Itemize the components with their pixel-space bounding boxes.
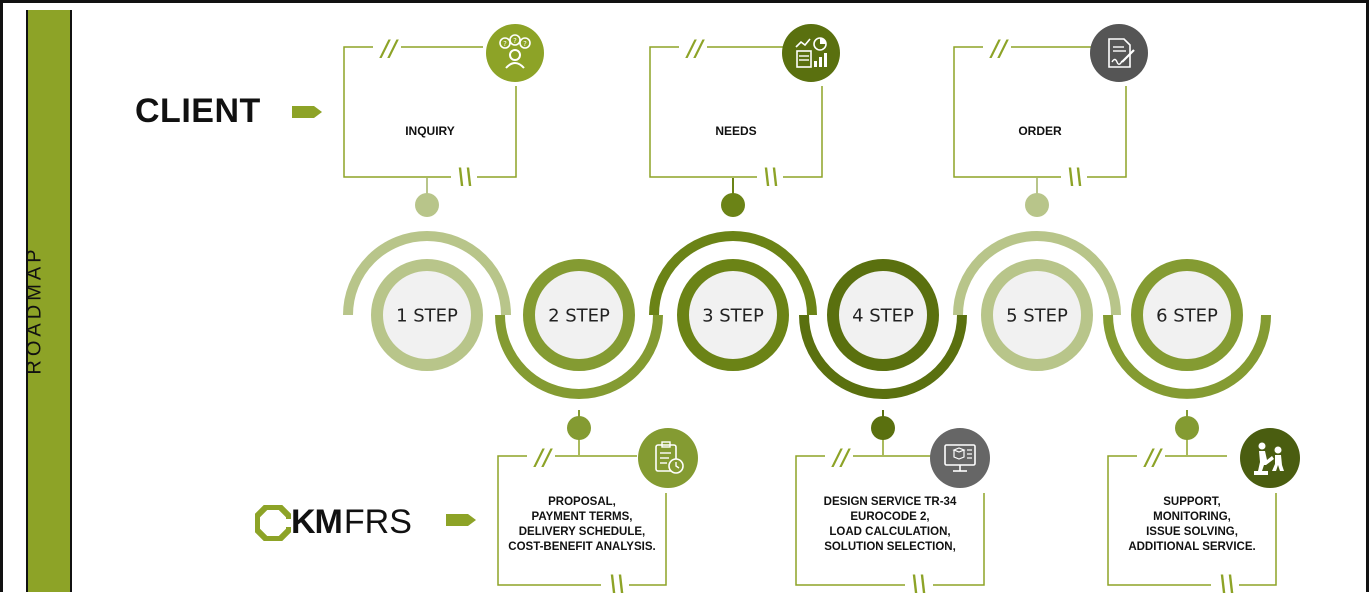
logo-frs: FRS bbox=[343, 503, 412, 541]
ring-step-4 bbox=[827, 259, 939, 371]
svg-text:?: ? bbox=[513, 37, 517, 45]
step-1-label: 1 STEP bbox=[396, 305, 458, 327]
ring-step-2 bbox=[523, 259, 635, 371]
card-frame bbox=[1107, 455, 1277, 586]
card-frame bbox=[649, 46, 823, 178]
arc-step-6 bbox=[1103, 314, 1271, 399]
helping-hand-icon bbox=[1240, 428, 1300, 488]
arc-step-4 bbox=[799, 314, 967, 399]
quote-mark-open: // bbox=[1145, 445, 1162, 471]
client-label: CLIENT bbox=[135, 92, 261, 130]
card-frame bbox=[497, 455, 667, 586]
quote-mark-close: \\ bbox=[609, 571, 626, 597]
sidebar-bar bbox=[26, 10, 72, 592]
design-service-card: // \\ DESIGN SERVICE TR-34 EUROCODE 2, L… bbox=[795, 447, 985, 597]
checklist-clock-icon bbox=[638, 428, 698, 488]
step-5-label: 5 STEP bbox=[1006, 305, 1068, 327]
needs-card: // \\ NEEDS bbox=[649, 38, 823, 188]
quote-mark-open: // bbox=[833, 445, 850, 471]
svg-text:?: ? bbox=[523, 40, 527, 48]
support-text: SUPPORT, MONITORING, ISSUE SOLVING, ADDI… bbox=[1128, 496, 1256, 553]
ring-step-6 bbox=[1131, 259, 1243, 371]
step-4-label: 4 STEP bbox=[852, 305, 914, 327]
ring-step-1 bbox=[371, 259, 483, 371]
inquiry-label: INQUIRY bbox=[405, 124, 455, 138]
order-label: ORDER bbox=[1018, 124, 1062, 138]
needs-label: NEEDS bbox=[715, 124, 757, 138]
quote-mark-close: \\ bbox=[457, 164, 474, 190]
quote-mark-close: \\ bbox=[1219, 571, 1236, 597]
client-arrow-icon bbox=[292, 106, 322, 118]
quote-mark-open: // bbox=[381, 36, 398, 62]
arc-step-1 bbox=[343, 231, 511, 316]
question-people-icon: ? ? ? bbox=[486, 24, 544, 82]
ring-step-5 bbox=[981, 259, 1093, 371]
step-4-dot bbox=[871, 416, 895, 440]
quote-mark-open: // bbox=[991, 36, 1008, 62]
proposal-card: // \\ PROPOSAL, PAYMENT TERMS, DELIVERY … bbox=[497, 447, 667, 597]
computer-design-icon bbox=[930, 428, 990, 488]
step-5-dot bbox=[1025, 193, 1049, 217]
inquiry-card: // \\ INQUIRY bbox=[343, 38, 517, 188]
step-1-dot bbox=[415, 193, 439, 217]
logo-octagon-icon bbox=[255, 504, 291, 541]
step-3-label: 3 STEP bbox=[702, 305, 764, 327]
svg-text:?: ? bbox=[503, 40, 507, 48]
quote-mark-close: \\ bbox=[763, 164, 780, 190]
step-6-dot bbox=[1175, 416, 1199, 440]
logo-km: KM bbox=[291, 503, 343, 541]
kmfrs-logo: KM FRS bbox=[255, 503, 412, 542]
order-card: // \\ ORDER bbox=[953, 38, 1127, 188]
kmfrs-arrow-icon bbox=[446, 514, 476, 526]
card-frame bbox=[795, 455, 985, 586]
design-service-text: DESIGN SERVICE TR-34 EUROCODE 2, LOAD CA… bbox=[823, 496, 957, 553]
card-frame bbox=[953, 46, 1127, 178]
quote-mark-open: // bbox=[687, 36, 704, 62]
support-card: // \\ SUPPORT, MONITORING, ISSUE SOLVING… bbox=[1107, 447, 1277, 597]
card-frame bbox=[343, 46, 517, 178]
quote-mark-close: \\ bbox=[1067, 164, 1084, 190]
step-2-label: 2 STEP bbox=[548, 305, 610, 327]
step-6-label: 6 STEP bbox=[1156, 305, 1218, 327]
proposal-text: PROPOSAL, PAYMENT TERMS, DELIVERY SCHEDU… bbox=[508, 496, 656, 553]
ring-step-3 bbox=[677, 259, 789, 371]
analytics-chart-icon bbox=[782, 24, 840, 82]
arc-step-5 bbox=[953, 231, 1121, 316]
quote-mark-open: // bbox=[535, 445, 552, 471]
step-3-dot bbox=[721, 193, 745, 217]
step-2-dot bbox=[567, 416, 591, 440]
arc-step-2 bbox=[495, 314, 663, 399]
quote-mark-close: \\ bbox=[911, 571, 928, 597]
arc-step-3 bbox=[649, 231, 817, 316]
signed-document-icon bbox=[1090, 24, 1148, 82]
